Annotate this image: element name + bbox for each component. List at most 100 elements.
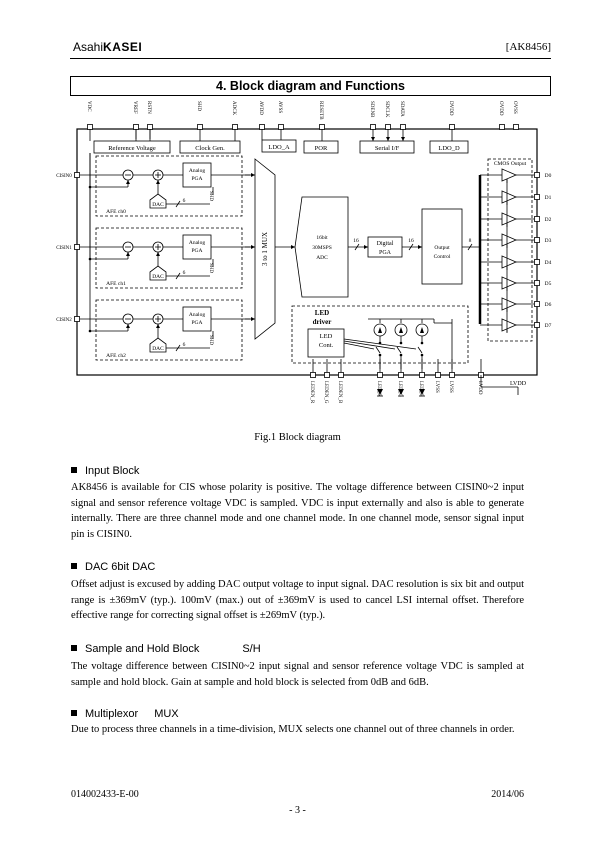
output-pin-label: D1 <box>545 195 552 201</box>
output-control-block <box>421 208 463 285</box>
header-rule <box>70 58 551 59</box>
pga-label: Analog <box>189 240 205 246</box>
output-pin-label: D7 <box>545 323 552 329</box>
mux-block <box>254 158 276 340</box>
top-pin-label: VDC <box>86 101 91 112</box>
bullet-square-icon <box>71 563 77 569</box>
arrowhead <box>126 324 130 328</box>
control-wire <box>343 342 375 350</box>
dac-block <box>149 193 167 209</box>
page-number: - 3 - <box>289 805 306 816</box>
led-cont-label: LED <box>320 333 333 340</box>
bottom-pin <box>377 372 383 378</box>
bus-tick <box>467 243 473 251</box>
top-pin <box>133 124 139 130</box>
section-body-dac: Offset adjust is excused by adding DAC o… <box>71 579 524 622</box>
bus-tick <box>408 243 414 251</box>
arrowhead <box>156 324 160 328</box>
pga-label: PGA <box>191 176 202 182</box>
footer-date: 2014/06 <box>491 789 524 800</box>
bus-tick <box>175 200 181 208</box>
figure-caption: Fig.1 Block diagram <box>254 432 341 443</box>
digital-pga-label: Digital <box>377 241 394 247</box>
top-pin <box>319 124 325 130</box>
led-diode-icon <box>377 389 383 395</box>
bus-tick <box>175 344 181 352</box>
adc-label: 30MSPS <box>312 245 332 251</box>
clock-gen-block <box>179 140 241 154</box>
analog-pga-block <box>182 162 212 188</box>
bit-width-label: 16 <box>353 238 359 244</box>
top-pin <box>259 124 265 130</box>
input-pin-label: CISIN0 <box>56 174 72 179</box>
pga-label: Analog <box>189 168 205 174</box>
top-pin-label: SDCLK <box>384 101 389 118</box>
afe-dashed-box <box>95 227 243 289</box>
arrowhead <box>386 137 390 141</box>
output-buffer <box>501 255 518 269</box>
led-driver-label: driver <box>313 318 332 326</box>
top-pin <box>197 124 203 130</box>
output-pin <box>534 194 540 200</box>
top-pin <box>87 124 93 130</box>
led-diode-icon <box>419 389 425 395</box>
por-label: POR <box>315 145 328 152</box>
pga-label: PGA <box>191 248 202 254</box>
bit-width-label: 6 <box>183 342 186 348</box>
arrowhead <box>126 180 130 184</box>
bottom-pin <box>338 372 344 378</box>
bottom-pin <box>324 372 330 378</box>
doc-number: 014002433-E-00 <box>71 789 139 800</box>
bit-width-label: 8 <box>469 238 472 244</box>
output-pin <box>534 259 540 265</box>
top-pin <box>147 124 153 130</box>
switch <box>396 346 402 354</box>
dac-label: DAC <box>152 346 164 352</box>
input-pin <box>74 316 80 322</box>
output-pin-label: D3 <box>545 238 552 244</box>
shd-label: SHD <box>208 191 213 201</box>
bottom-pin <box>398 372 404 378</box>
bullet-square-icon <box>71 710 77 716</box>
top-pin <box>232 124 238 130</box>
bottom-pin-label: LVSS <box>434 381 439 393</box>
top-pin <box>449 124 455 130</box>
dac-label: DAC <box>152 274 164 280</box>
clock-gen-label: Clock Gen. <box>195 145 225 152</box>
output-pin-label: D6 <box>545 302 552 308</box>
analog-pga-block <box>182 234 212 260</box>
adc-label: ADC <box>316 255 328 261</box>
bottom-pin <box>419 372 425 378</box>
lvdd-label: LVDD <box>510 381 527 387</box>
output-pin-label: D0 <box>545 173 552 179</box>
section-title: 4. Block diagram and Functions <box>70 76 551 96</box>
shd-label: SHD <box>208 335 213 345</box>
input-pin <box>74 244 80 250</box>
bus-tick <box>175 272 181 280</box>
output-pin <box>534 280 540 286</box>
input-pin-label: CISIN2 <box>56 318 72 323</box>
company-logo: AsahiKASEI <box>73 40 143 54</box>
bottom-pin <box>435 372 441 378</box>
control-wire <box>343 340 396 350</box>
top-pin-label: RESETB <box>318 101 323 120</box>
top-pin <box>499 124 505 130</box>
output-control-label: Output <box>434 245 450 251</box>
bottom-pin <box>449 372 455 378</box>
serial-if-block <box>359 140 415 154</box>
output-buffer <box>501 276 518 290</box>
por-block <box>303 140 339 154</box>
top-pin-label: AVDD <box>258 101 263 115</box>
bit-width-label: 16 <box>408 238 414 244</box>
serial-if-label: Serial I/F <box>375 145 400 152</box>
arrowhead <box>291 245 295 249</box>
arrowhead <box>156 180 160 184</box>
reference-voltage-block <box>93 140 171 154</box>
top-pin-label: AVSS <box>277 101 282 113</box>
top-pin <box>400 124 406 130</box>
arrowhead <box>371 137 375 141</box>
pga-label: Analog <box>189 312 205 318</box>
section-body-mux: Due to process three channels in a time-… <box>71 724 515 735</box>
adc-block <box>294 196 349 298</box>
